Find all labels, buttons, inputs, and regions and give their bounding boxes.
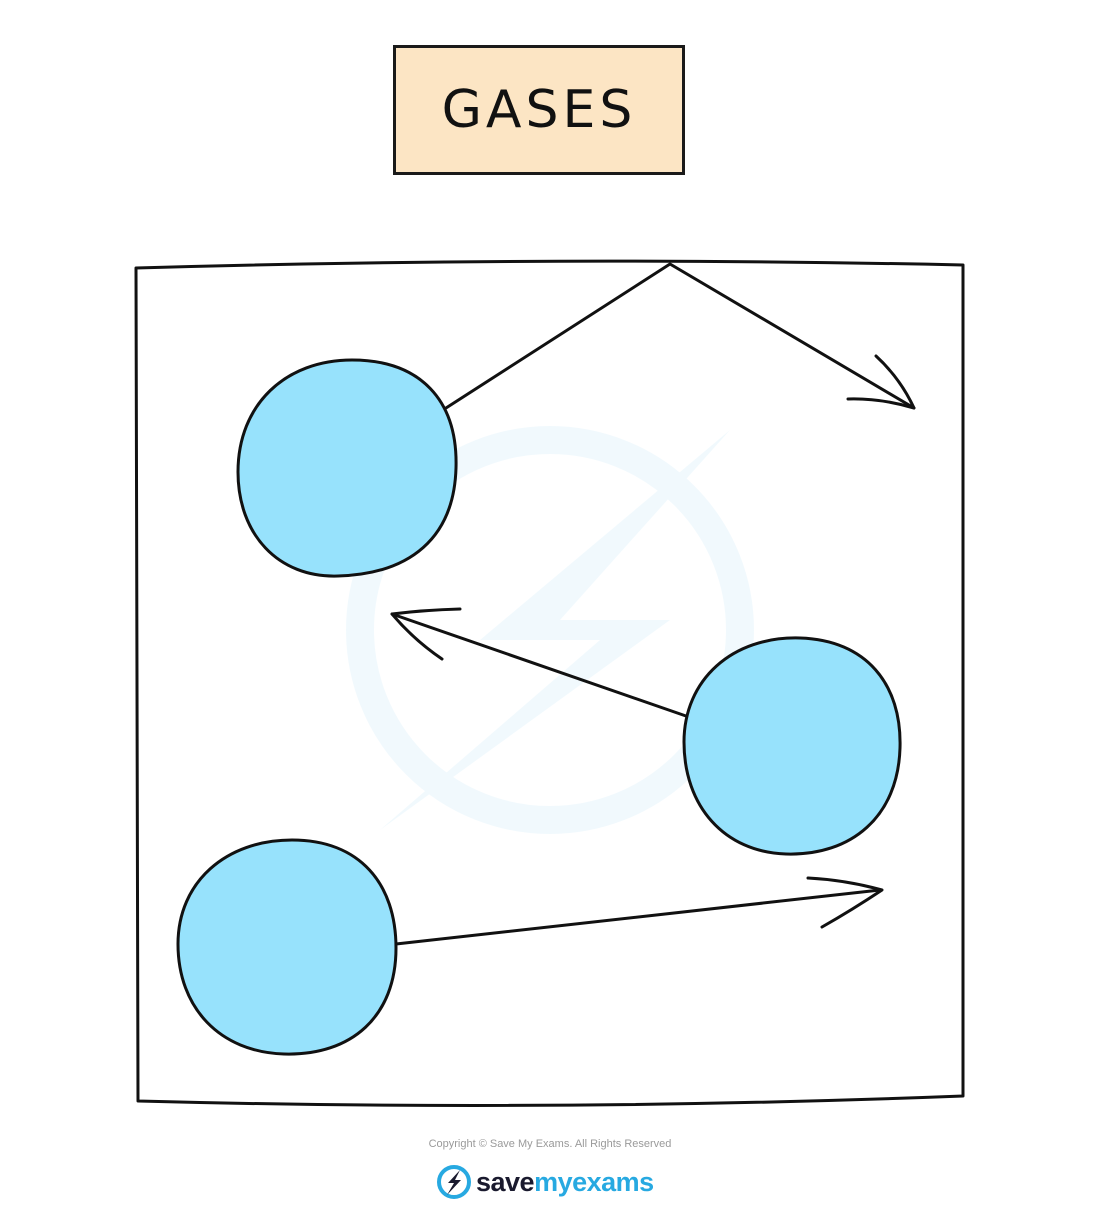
title-box: GASES: [393, 45, 685, 175]
brand-name: savemyexams: [476, 1167, 654, 1198]
particle-top-left-arrow: [444, 262, 916, 410]
particle-top-left: [236, 358, 458, 578]
brand-logo[interactable]: savemyexams: [436, 1162, 654, 1202]
particle-bottom-left: [176, 838, 398, 1056]
copyright-text: Copyright © Save My Exams. All Rights Re…: [428, 1138, 672, 1150]
watermark-logo: [346, 426, 754, 834]
brand-exams: exams: [572, 1166, 654, 1197]
particle-middle-right-arrow: [390, 607, 688, 718]
brand-my: my: [534, 1166, 573, 1197]
gas-particles-diagram: [134, 259, 965, 1107]
lightning-bolt-icon: [437, 1165, 471, 1199]
particle-bottom-left-arrow: [394, 876, 884, 946]
diagram-title: GASES: [441, 80, 637, 140]
brand-save: save: [476, 1166, 535, 1197]
container-box: [134, 259, 965, 1107]
particle-middle-right: [682, 636, 902, 856]
